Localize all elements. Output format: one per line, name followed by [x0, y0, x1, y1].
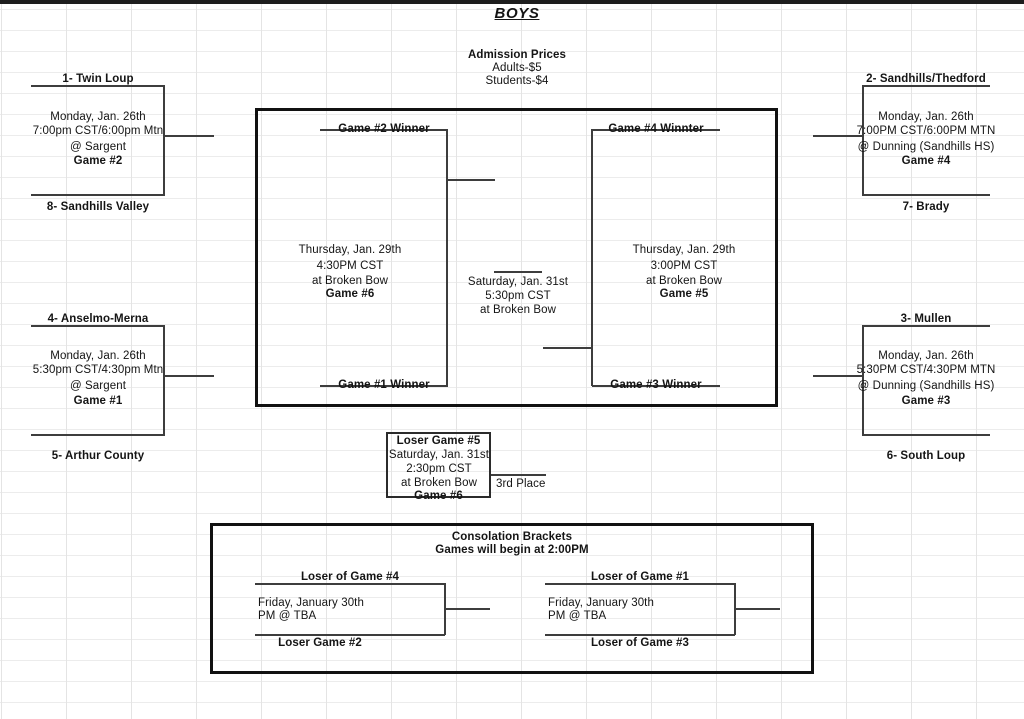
qf-top-right-connector — [813, 135, 863, 137]
consolation-right-connector — [735, 608, 780, 610]
sf-left-top-rail — [320, 129, 448, 131]
qf-top-left-top-seed: 1- Twin Loup — [62, 73, 134, 85]
qf-bottom-right-left-rail — [862, 325, 864, 435]
semifinal-championship-enclosure — [255, 108, 778, 407]
qf-bottom-right-connector — [813, 375, 863, 377]
third-place-box — [386, 432, 491, 498]
consolation-enclosure — [210, 523, 814, 674]
sf-left-game: Game #6 — [325, 288, 375, 300]
qf-bottom-left-connector — [164, 375, 214, 377]
sf-left-venue: at Broken Bow — [311, 275, 389, 287]
sf-right-venue: at Broken Bow — [645, 275, 723, 287]
qf-bottom-right-bottom-seed: 6- South Loup — [886, 450, 966, 462]
consolation-left-time: PM @ TBA — [258, 610, 317, 622]
admission-students: Students-$4 — [485, 75, 549, 87]
qf-top-left-date: Monday, Jan. 26th — [50, 111, 146, 123]
consolation-left-bottom-slot: Loser Game #2 — [278, 637, 362, 649]
championship-date: Saturday, Jan. 31st — [467, 276, 569, 288]
qf-bottom-right-bottom-rail — [862, 434, 990, 436]
consolation-right-bottom-slot: Loser of Game #3 — [590, 637, 690, 649]
qf-top-left-top-rail — [31, 85, 165, 87]
qf-top-left-venue: @ Sargent — [69, 141, 127, 153]
championship-top-rail — [494, 271, 542, 273]
qf-bottom-right-game: Game #3 — [901, 395, 951, 407]
third-place-game: Game #6 — [414, 490, 463, 502]
qf-top-right-left-rail — [862, 85, 864, 195]
qf-bottom-left-time: 5:30pm CST/4:30pm Mtn — [32, 364, 164, 376]
consolation-right-top-rail — [545, 583, 735, 585]
qf-bottom-left-date: Monday, Jan. 26th — [50, 350, 146, 362]
qf-top-right-bottom-seed: 7- Brady — [902, 201, 950, 213]
qf-top-right-time: 7:00PM CST/6:00PM MTN — [856, 125, 996, 137]
sf-left-top-slot: Game #2 Winner — [338, 123, 430, 135]
qf-bottom-left-top-rail — [31, 325, 165, 327]
consolation-left-bottom-rail — [255, 634, 445, 636]
championship-time: 5:30pm CST — [485, 290, 551, 302]
sf-right-bottom-slot: Game #3 Winner — [610, 379, 702, 391]
qf-bottom-right-venue: @ Dunning (Sandhills HS) — [857, 380, 995, 392]
sf-right-date: Thursday, Jan. 29th — [632, 244, 736, 256]
consolation-left-top-slot: Loser of Game #4 — [300, 571, 400, 583]
qf-top-right-game: Game #4 — [901, 155, 951, 167]
sf-right-left-rail — [591, 129, 593, 386]
consolation-right-time: PM @ TBA — [548, 610, 607, 622]
consolation-left-date: Friday, January 30th — [258, 597, 364, 609]
sf-right-top-slot: Game #4 Winnter — [608, 123, 704, 135]
third-place-venue: at Broken Bow — [400, 477, 478, 489]
qf-bottom-left-bottom-seed: 5- Arthur County — [51, 450, 145, 462]
consolation-subheading: Games will begin at 2:00PM — [435, 544, 589, 556]
third-place-result-label: 3rd Place — [496, 478, 546, 490]
qf-top-right-top-seed: 2- Sandhills/Thedford — [866, 73, 986, 85]
sf-left-connector — [447, 179, 495, 181]
consolation-right-bottom-rail — [545, 634, 735, 636]
sf-right-top-rail — [592, 129, 720, 131]
sf-left-date: Thursday, Jan. 29th — [298, 244, 402, 256]
consolation-right-date: Friday, January 30th — [548, 597, 654, 609]
consolation-heading: Consolation Brackets — [451, 531, 573, 543]
qf-bottom-left-bottom-rail — [31, 434, 165, 436]
qf-bottom-left-right-rail — [163, 325, 165, 435]
sf-right-time: 3:00PM CST — [650, 260, 718, 272]
qf-top-right-bottom-rail — [862, 194, 990, 196]
qf-bottom-left-game: Game #1 — [73, 395, 123, 407]
page-title: BOYS — [494, 5, 540, 22]
qf-bottom-left-venue: @ Sargent — [69, 380, 127, 392]
sf-left-bottom-slot: Game #1 Winner — [338, 379, 430, 391]
consolation-left-connector — [445, 608, 490, 610]
qf-bottom-right-top-seed: 3- Mullen — [900, 313, 952, 325]
third-place-connector — [491, 474, 546, 476]
admission-adults: Adults-$5 — [492, 62, 542, 74]
qf-top-right-date: Monday, Jan. 26th — [878, 111, 974, 123]
sf-left-bottom-rail — [320, 385, 448, 387]
qf-top-left-game: Game #2 — [73, 155, 123, 167]
championship-venue: at Broken Bow — [479, 304, 557, 316]
qf-top-left-right-rail — [163, 85, 165, 195]
third-place-date: Saturday, Jan. 31st — [388, 449, 490, 461]
qf-top-left-connector — [164, 135, 214, 137]
sf-left-time: 4:30PM CST — [316, 260, 384, 272]
qf-top-left-bottom-rail — [31, 194, 165, 196]
qf-bottom-right-time: 5:30PM CST/4:30PM MTN — [856, 364, 996, 376]
admission-heading: Admission Prices — [467, 49, 567, 61]
qf-top-left-time: 7:00pm CST/6:00pm Mtn — [32, 125, 164, 137]
sf-left-right-rail — [446, 129, 448, 386]
qf-top-left-bottom-seed: 8- Sandhills Valley — [46, 201, 150, 213]
consolation-right-top-slot: Loser of Game #1 — [590, 571, 690, 583]
sf-right-connector — [543, 347, 591, 349]
consolation-left-top-rail — [255, 583, 445, 585]
qf-top-right-venue: @ Dunning (Sandhills HS) — [857, 141, 995, 153]
top-cut-off-row — [0, 0, 1024, 4]
qf-bottom-right-date: Monday, Jan. 26th — [878, 350, 974, 362]
sf-right-bottom-rail — [592, 385, 720, 387]
qf-bottom-left-top-seed: 4- Anselmo-Merna — [47, 313, 149, 325]
qf-top-right-top-rail — [862, 85, 990, 87]
third-place-time: 2:30pm CST — [406, 463, 472, 475]
sf-right-game: Game #5 — [659, 288, 709, 300]
third-place-top-slot: Loser Game #5 — [396, 435, 481, 447]
qf-bottom-right-top-rail — [862, 325, 990, 327]
